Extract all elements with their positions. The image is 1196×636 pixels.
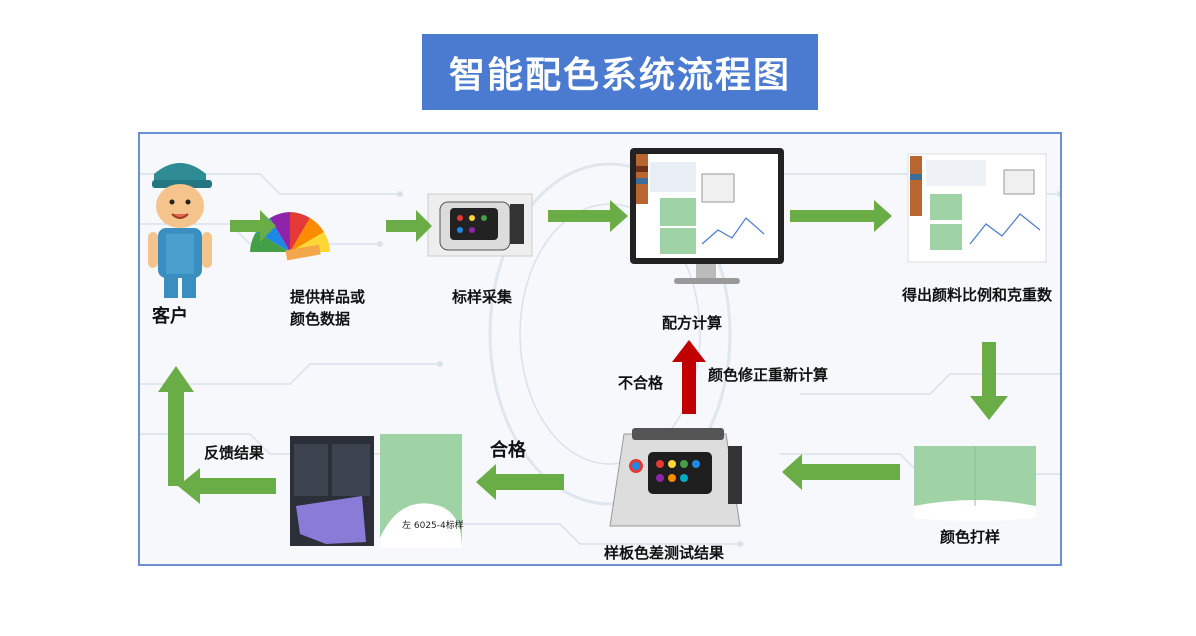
arrow-feedback-left [178,468,276,504]
computer-monitor [630,148,784,284]
arrow-recalc [672,340,706,414]
label-fail: 不合格 [618,374,664,392]
title-banner: 智能配色系统流程图 [422,34,818,110]
pass-note-text: 左 6025-4标样 [402,521,464,531]
label-customer: 客户 [152,306,188,327]
label-plate-test: 样板色差测试结果 [604,544,725,562]
feedback-screenshots [290,434,462,548]
color-proof-sample [914,446,1036,521]
arrow-proof-to-test [782,454,900,490]
label-pigment-ratio: 得出颜料比例和克重数 [902,286,1053,304]
label-pass: 合格 [490,440,526,461]
arrow-test-to-feedback [476,464,564,500]
arrow-collect-to-calc [548,200,628,232]
result-sheet [907,153,1047,263]
flowchart-frame: 客户 提供样品或颜色数据 标样采集 配方计算 得出颜料比例和克重数 不合格 颜色… [138,132,1062,566]
plate-test-device [609,428,742,527]
flowchart-canvas [140,148,1060,548]
label-sample-collect: 标样采集 [452,288,513,306]
arrow-sample-to-collect [386,210,432,242]
label-provide-sample: 提供样品或颜色数据 [290,288,366,328]
flow-arrows [158,200,1008,504]
label-color-proof: 颜色打样 [940,528,1001,546]
label-feedback: 反馈结果 [204,444,265,462]
label-formula-calc: 配方计算 [662,314,723,332]
colorimeter-device [427,193,533,257]
arrow-customer-to-sample [230,210,276,242]
customer-figure [148,163,212,298]
arrow-ratio-to-proof [970,342,1008,420]
arrow-feedback-up [158,366,194,486]
arrow-calc-to-ratio [790,200,892,232]
page-title: 智能配色系统流程图 [448,55,791,96]
label-recalc: 颜色修正重新计算 [708,366,829,384]
